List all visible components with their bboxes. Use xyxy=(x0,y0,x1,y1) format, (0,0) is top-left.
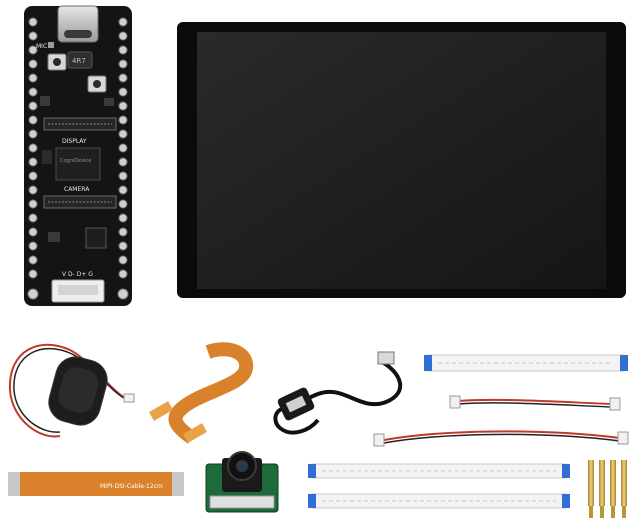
main-chip xyxy=(55,147,101,181)
wire-red xyxy=(457,398,613,405)
jst-plug xyxy=(449,395,461,409)
connector-slot xyxy=(58,285,98,295)
mipi-contacts xyxy=(8,472,20,496)
fpc-end xyxy=(148,401,174,421)
ffc-cable-mid xyxy=(308,463,570,479)
smd-part xyxy=(42,150,52,164)
usb-c-opening xyxy=(64,30,92,38)
dev-board: MIC 4R7 DISPLAY CogniDevice CAMERA V D- … xyxy=(24,5,132,306)
mipi-cable-label: MIPI-DSI-Cable-12cm xyxy=(100,483,163,490)
standoff xyxy=(621,460,627,506)
right-pin-holes xyxy=(117,17,129,300)
standoff xyxy=(610,460,616,506)
boot-button-cap xyxy=(53,58,61,66)
micro-usb-plug xyxy=(377,351,395,365)
jst-plug xyxy=(373,433,385,447)
wire-black xyxy=(457,402,613,408)
camera-module xyxy=(205,451,279,513)
speaker-cone xyxy=(58,367,99,413)
lens-glass xyxy=(236,460,248,472)
fpc-end xyxy=(182,423,208,443)
ffc-stiffener xyxy=(308,494,316,508)
lcd-display xyxy=(177,22,626,298)
reset-button-cap xyxy=(93,80,101,88)
ffc-cable-bottom xyxy=(308,493,570,509)
standoff xyxy=(588,460,594,506)
ffc-stiffener xyxy=(620,355,628,371)
brass-standoffs xyxy=(588,460,627,518)
standoff-thread xyxy=(622,506,626,518)
speaker xyxy=(8,343,135,438)
jumper-cable-short xyxy=(449,395,621,411)
usb-a-opening xyxy=(285,395,307,413)
smd-part xyxy=(48,232,60,242)
standoff-thread xyxy=(589,506,593,518)
mipi-dsi-cable: MIPI-DSI-Cable-12cm xyxy=(8,472,184,496)
wire-black xyxy=(383,433,621,444)
mipi-ribbon xyxy=(8,472,184,496)
mic-label: MIC xyxy=(36,43,47,50)
smd-part xyxy=(40,96,50,106)
standoff xyxy=(599,460,605,506)
resistor-label: 4R7 xyxy=(72,57,86,65)
orange-fpc-cable xyxy=(148,342,253,444)
display-label: DISPLAY xyxy=(62,138,87,145)
usb-cable-wire xyxy=(297,360,403,413)
connector-label: V D- D+ G xyxy=(62,271,93,278)
camera-connector xyxy=(209,495,275,509)
audio-chip xyxy=(85,227,107,249)
inductor xyxy=(67,51,93,69)
ffc-stiffener xyxy=(562,464,570,478)
fpc-ribbon xyxy=(168,342,253,444)
jst-plug xyxy=(609,397,621,411)
mic-component xyxy=(48,42,54,48)
standoff-thread xyxy=(600,506,604,518)
smd-part xyxy=(104,98,114,106)
ffc-stiffener xyxy=(424,355,432,371)
jumper-cable-long xyxy=(373,430,629,447)
standoff-thread xyxy=(611,506,615,518)
speaker-plug xyxy=(123,393,135,403)
ffc-stiffener xyxy=(562,494,570,508)
usb-otg-cable xyxy=(273,351,403,435)
ffc-cable-top xyxy=(424,354,628,372)
screen-panel xyxy=(197,32,606,289)
mipi-contacts xyxy=(172,472,184,496)
ffc-stiffener xyxy=(308,464,316,478)
wire-red xyxy=(383,430,621,441)
chip-label: CogniDevice xyxy=(60,158,91,164)
jst-plug xyxy=(617,431,629,445)
camera-label: CAMERA xyxy=(64,186,90,193)
left-pin-holes xyxy=(27,17,39,300)
